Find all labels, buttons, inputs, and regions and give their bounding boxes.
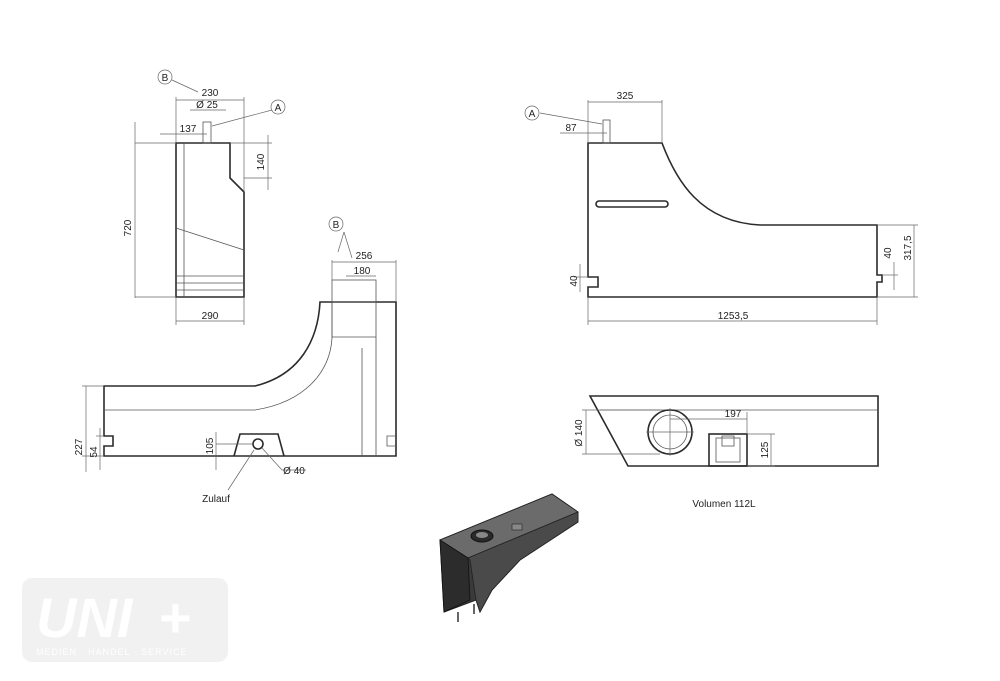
bottom-inlet-inner	[715, 437, 741, 463]
dim-105: 105	[205, 437, 216, 454]
bottom-right-outline	[588, 395, 879, 467]
marker-b-circle	[157, 69, 173, 85]
front-view-outline	[175, 142, 245, 298]
side-inner-curve	[104, 302, 333, 411]
uni-plus-logo: UNI + MEDIEN · HANDEL · SERVICE	[22, 578, 228, 662]
inlet-label: Zulauf	[202, 494, 230, 505]
volume-label: Volumen 112L	[692, 499, 756, 510]
marker-a-label: A	[275, 103, 282, 114]
side-view-outline	[103, 301, 397, 457]
side-inlet-hole	[252, 438, 264, 450]
top-right-pipe	[602, 119, 611, 144]
top-right-marker-a-circle	[524, 105, 540, 121]
dim-720: 720	[123, 219, 134, 236]
dim-325: 325	[617, 91, 634, 102]
logo-background	[22, 578, 228, 662]
top-right-slot	[595, 200, 669, 208]
dim-right-40: 40	[883, 247, 894, 259]
side-view: B 256 180 227 54 105 Ø 40 Zulauf	[74, 216, 397, 505]
dim-1253-5: 1253,5	[718, 311, 749, 322]
dim-diameter-140: Ø 140	[574, 419, 585, 447]
side-marker-b-circle	[328, 216, 344, 232]
logo-text: UNI	[36, 586, 134, 649]
dim-137: 137	[180, 124, 197, 135]
dim-197: 197	[725, 409, 742, 420]
top-right-outline	[587, 142, 883, 298]
front-view: B A 230 Ø 25 137 140 720 290	[123, 69, 286, 325]
dim-125: 125	[760, 441, 771, 458]
dim-180: 180	[354, 266, 371, 277]
bottom-right-view: Ø 140 197 125 Volumen 112L	[574, 395, 879, 510]
dim-290: 290	[202, 311, 219, 322]
front-filler-pipe	[202, 121, 212, 144]
front-slope-line	[175, 227, 245, 251]
bottom-inlet-box	[708, 433, 748, 467]
dim-256: 256	[356, 251, 373, 262]
side-inlet-box	[233, 433, 285, 457]
side-marker-b: B	[333, 220, 340, 231]
dim-227: 227	[74, 438, 85, 455]
top-right-marker-a: A	[529, 109, 536, 120]
dim-diameter-25: Ø 25	[196, 100, 218, 111]
logo-plus: +	[158, 586, 191, 649]
marker-a-circle	[270, 99, 286, 115]
side-tube-inner	[331, 302, 377, 338]
dim-87: 87	[565, 123, 577, 134]
dim-diameter-40: Ø 40	[283, 466, 305, 477]
dim-left-40: 40	[569, 275, 580, 287]
dim-54: 54	[89, 446, 100, 458]
side-filler-tube	[331, 279, 377, 303]
logo-tagline: MEDIEN · HANDEL · SERVICE	[36, 647, 188, 657]
tank-3d-render	[439, 493, 579, 622]
top-right-view: A 325 87 1253,5 317,5 40 40	[524, 91, 918, 325]
dim-230: 230	[202, 88, 219, 99]
dim-140: 140	[256, 153, 267, 170]
dim-317-5: 317,5	[903, 235, 914, 260]
marker-b-label: B	[162, 73, 169, 84]
